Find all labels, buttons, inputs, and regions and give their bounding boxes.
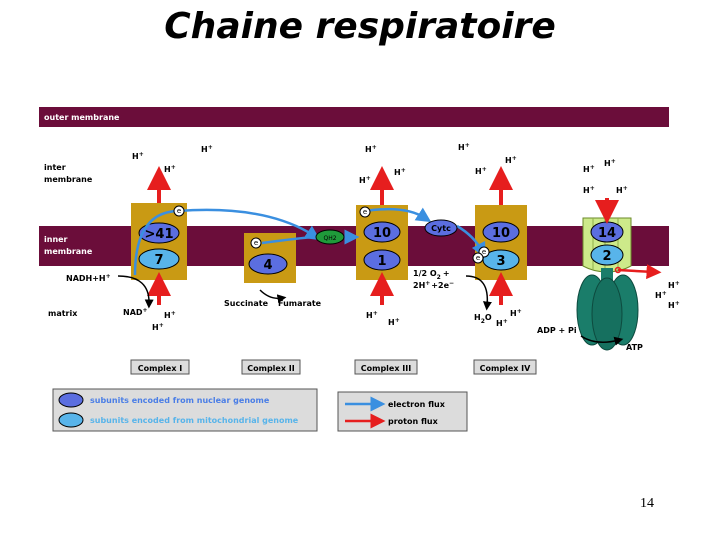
- complex-1-top-number: >41: [145, 227, 174, 242]
- qh2-carrier: [315, 229, 345, 245]
- nad-label: NAD+: [123, 307, 148, 317]
- complex-5-top-number: 14: [598, 226, 616, 241]
- svg-text:H+: H+: [132, 151, 144, 161]
- legend-nuclear: subunits encoded from nuclear genome: [90, 396, 270, 405]
- e-badge-1: e: [177, 207, 181, 215]
- svg-text:H+: H+: [604, 158, 616, 168]
- page-number: 14: [640, 496, 654, 511]
- protons-electrons-label: 2H++2e−: [413, 280, 454, 290]
- complex-5-bottom-subunit: [590, 244, 624, 266]
- complex-5-bottom-number: 2: [602, 249, 611, 264]
- fumarate-label: Fumarate: [278, 299, 322, 308]
- svg-text:H+: H+: [366, 310, 378, 320]
- svg-text:H+: H+: [458, 142, 470, 152]
- complex-4-top-subunit: [482, 221, 520, 243]
- complex-1-label: Complex I: [138, 364, 183, 373]
- complex-2-subunit: [248, 253, 288, 275]
- e-badge-2: e: [254, 239, 258, 247]
- oxygen-label: 1/2 O2+: [413, 269, 450, 281]
- svg-text:H+: H+: [510, 308, 522, 318]
- svg-text:H+: H+: [359, 175, 371, 185]
- qh2-label: QH2: [323, 235, 336, 242]
- proton-labels: H+ H+ H+ H+ H+ H+ H+ H+ H+ H+ H+ H+ H+ H…: [132, 142, 680, 332]
- complex-2-label: Complex II: [247, 364, 295, 373]
- e-badge-3: e: [363, 208, 367, 216]
- complex-4-top-number: 10: [492, 226, 510, 241]
- cytc-label: Cytc: [431, 224, 451, 233]
- complex-4-label: Complex IV: [480, 364, 532, 373]
- outer-membrane-label: outer membrane: [44, 113, 120, 122]
- complex-3-top-number: 10: [373, 226, 391, 241]
- complex-4-bottom-number: 3: [496, 254, 505, 269]
- complex-2-number: 4: [263, 258, 272, 273]
- intermembrane-label-1: inter: [44, 163, 66, 172]
- complex-1-bottom-number: 7: [154, 253, 163, 268]
- svg-text:H+: H+: [583, 164, 595, 174]
- e-badge-4: e: [482, 248, 486, 256]
- complex-3-bottom-subunit: [363, 249, 401, 271]
- legend-proton: proton flux: [388, 417, 439, 426]
- svg-text:H+: H+: [394, 167, 406, 177]
- complex-1-bottom-subunit: [138, 248, 180, 270]
- svg-text:H+: H+: [475, 166, 487, 176]
- e-badge-5: e: [476, 254, 480, 262]
- svg-text:H+: H+: [164, 164, 176, 174]
- succinate-label: Succinate: [224, 299, 269, 308]
- complex-1-top-subunit: [138, 222, 180, 244]
- svg-text:H+: H+: [505, 155, 517, 165]
- inner-membrane-label-2: membrane: [44, 247, 93, 256]
- svg-text:H+: H+: [616, 185, 628, 195]
- svg-text:H+: H+: [201, 144, 213, 154]
- cytc-carrier: [424, 219, 458, 237]
- adp-label: ADP + Pi: [537, 326, 577, 335]
- atp-synthase-head-3: [591, 277, 623, 351]
- inner-membrane-label-1: inner: [44, 235, 68, 244]
- svg-text:H+: H+: [668, 280, 680, 290]
- svg-text:H+: H+: [164, 310, 176, 320]
- outer-membrane: [39, 107, 669, 127]
- atp-label: ATP: [626, 343, 643, 352]
- intermembrane-label-2: membrane: [44, 175, 93, 184]
- legend-electron: electron flux: [388, 400, 446, 409]
- matrix-label: matrix: [48, 309, 78, 318]
- water-label: H2O: [474, 313, 492, 325]
- slide-title: Chaine respiratoire: [164, 6, 556, 47]
- legend-mito: subunits encoded from mitochondrial geno…: [90, 416, 299, 425]
- nadh-label: NADH+H+: [66, 273, 111, 283]
- complex-3-bottom-number: 1: [377, 254, 386, 269]
- flux-legend: [337, 391, 468, 432]
- complex-3-top-subunit: [363, 221, 401, 243]
- svg-text:H+: H+: [496, 318, 508, 328]
- svg-text:H+: H+: [583, 185, 595, 195]
- svg-text:H+: H+: [388, 317, 400, 327]
- svg-text:H+: H+: [668, 300, 680, 310]
- svg-text:H+: H+: [365, 144, 377, 154]
- complex-3-label: Complex III: [361, 364, 411, 373]
- svg-text:H+: H+: [655, 290, 667, 300]
- subunit-legend: [52, 388, 318, 432]
- svg-text:H+: H+: [152, 322, 164, 332]
